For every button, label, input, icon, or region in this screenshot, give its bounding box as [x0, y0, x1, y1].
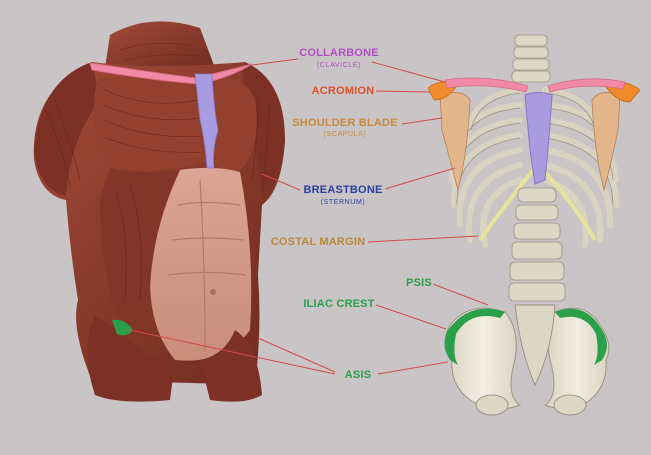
asis-leader-1 — [257, 337, 336, 373]
leader-lines — [129, 58, 489, 375]
label-shoulder-blade: SHOULDER BLADE — [292, 117, 397, 129]
asis-highlight — [112, 319, 133, 336]
left-iliac-crest — [444, 308, 505, 365]
asis-text: ASIS — [344, 369, 372, 381]
right-iliac-crest — [555, 308, 607, 365]
collarbone-text: COLLARBONE — [299, 47, 379, 59]
collarbone-leader-left — [251, 58, 299, 66]
costal-margin-left — [478, 168, 535, 242]
label-psis: PSIS — [406, 277, 432, 289]
navel — [210, 289, 216, 295]
right-scapula — [591, 92, 621, 192]
label-costal-margin: COSTAL MARGIN — [271, 236, 365, 248]
costal-margin-leader — [367, 235, 479, 243]
sternum-overlay-left — [194, 73, 219, 169]
left-clavicle — [444, 77, 529, 93]
right-clavicle — [547, 78, 626, 93]
lumbar-spine — [508, 187, 566, 302]
muscle-striations — [44, 42, 271, 301]
costal-margin-text: COSTAL MARGIN — [270, 236, 366, 248]
shoulder-blade-text: SHOULDER BLADE — [292, 117, 398, 129]
psis-text: PSIS — [406, 277, 432, 289]
right-pubis — [553, 394, 587, 416]
clavicle-text: (CLAVICLE) — [317, 62, 361, 69]
collarbone-leader-right — [371, 61, 446, 83]
label-acromion: ACROMION — [312, 85, 375, 97]
left-scapula — [439, 92, 471, 192]
left-deltoid — [34, 62, 100, 196]
breastbone-leader-right — [384, 167, 456, 190]
muscle-torso — [33, 21, 286, 402]
left-pectoral — [93, 76, 210, 171]
right-hip-muscles — [200, 330, 262, 402]
shoulder-blade-leader — [401, 117, 443, 125]
label-asis: ASIS — [345, 369, 371, 381]
acromion-text: ACROMION — [311, 85, 375, 97]
abs-lines — [167, 179, 247, 351]
iliac-crest-text: ILIAC CREST — [303, 298, 375, 310]
sacrum — [514, 304, 556, 387]
acromion-leader — [375, 90, 431, 93]
label-breastbone: BREASTBONE — [303, 184, 382, 196]
asis-leader-2 — [129, 329, 336, 375]
label-collarbone: COLLARBONE — [299, 47, 379, 59]
breastbone-text: BREASTBONE — [303, 184, 383, 196]
hip-muscles — [87, 315, 175, 402]
rib-outlines — [454, 92, 614, 206]
skeleton — [427, 34, 641, 416]
label-clavicle-sub: (CLAVICLE) — [317, 62, 361, 69]
iliac-crest-leader — [375, 304, 447, 330]
label-sternum-sub: (STERNUM) — [321, 199, 366, 206]
psis-leader — [432, 283, 489, 306]
costal-margin-right — [541, 168, 597, 241]
label-iliac-crest: ILIAC CREST — [303, 298, 374, 310]
cervical-spine — [511, 34, 551, 83]
asis-leader-3 — [377, 361, 449, 375]
neck-muscles — [105, 21, 215, 74]
abdominal-sheath — [150, 167, 252, 361]
right-pectoral — [205, 78, 257, 172]
left-oblique — [100, 168, 180, 330]
sternum-text: (STERNUM) — [320, 199, 366, 206]
left-pubis — [475, 394, 509, 416]
scapula-text: (SCAPULA) — [323, 131, 367, 138]
sternum — [524, 92, 553, 185]
breastbone-leader-left — [261, 173, 301, 191]
label-scapula-sub: (SCAPULA) — [324, 131, 367, 138]
rib-cage — [449, 87, 619, 248]
